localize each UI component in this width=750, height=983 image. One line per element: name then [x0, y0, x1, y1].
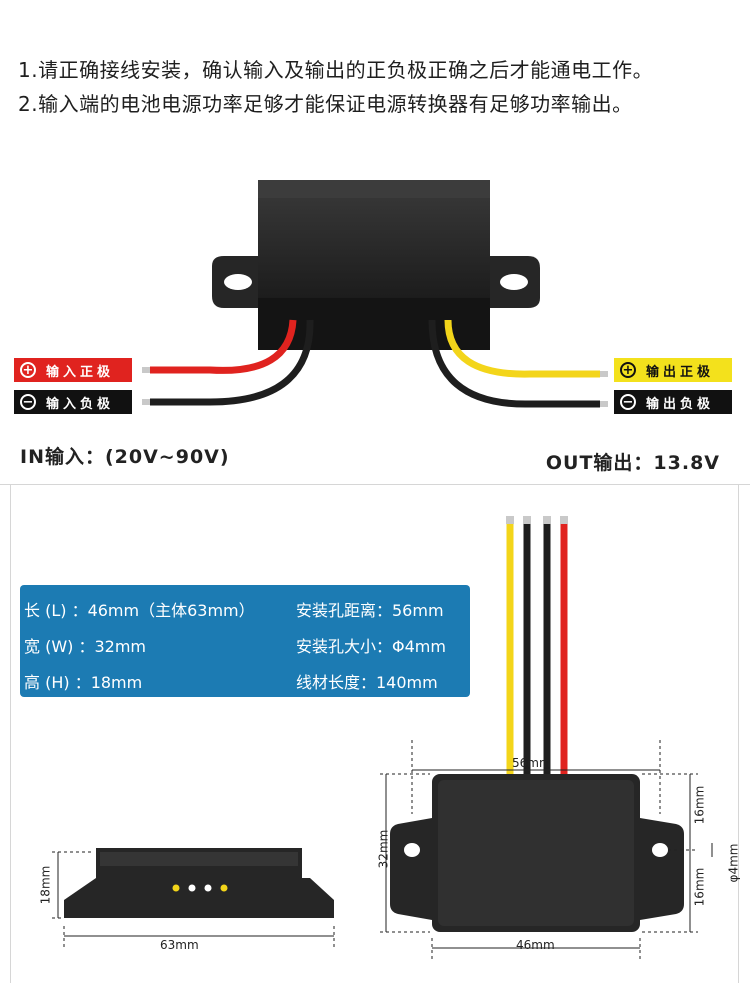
dimension-drawings — [52, 516, 713, 962]
frame-right — [738, 484, 739, 983]
section-divider — [0, 484, 750, 485]
output-range: OUT输出：13.8V — [545, 452, 720, 474]
output-positive-label: + 输出正极 — [614, 358, 732, 382]
plus-icon: + — [620, 362, 636, 378]
output-negative-label: − 输出负极 — [614, 390, 732, 414]
input-red-wire — [150, 319, 297, 374]
device-wiring-photo — [142, 180, 608, 408]
spec-mount-distance: 安装孔距离：56mm — [296, 601, 444, 620]
input-positive-label: + 输入正极 — [14, 358, 132, 382]
dim-hole: φ4mm — [726, 843, 741, 883]
frame-left — [10, 484, 11, 983]
dim-side-height: 18mm — [38, 865, 53, 905]
output-yellow-wire — [444, 319, 600, 378]
dim-top-distance: 56mm — [512, 756, 551, 770]
minus-icon: − — [20, 394, 36, 410]
spec-width: 宽 (W) ：32mm — [24, 637, 147, 656]
plus-icon: + — [20, 362, 36, 378]
note-2: 2.输入端的电池电源功率足够才能保证电源转换器有足够功率输出。 — [18, 92, 633, 116]
output-black-wire — [428, 319, 600, 408]
dim-lower-half: 16mm — [692, 867, 707, 907]
spec-wire-length: 线材长度：140mm — [296, 673, 438, 692]
spec-panel: 长 (L) ：46mm（主体63mm） 安装孔距离：56mm 宽 (W) ：32… — [20, 585, 470, 697]
minus-icon: − — [620, 394, 636, 410]
spec-height: 高 (H) ：18mm — [24, 673, 143, 692]
dim-top-length: 46mm — [516, 938, 555, 952]
input-black-wire — [150, 319, 314, 406]
dim-side-length: 63mm — [160, 938, 199, 952]
spec-length: 长 (L) ：46mm（主体63mm） — [24, 601, 255, 620]
input-negative-label: − 输入负极 — [14, 390, 132, 414]
spec-hole-size: 安装孔大小：Φ4mm — [296, 637, 446, 656]
dim-upper-half: 16mm — [692, 785, 707, 825]
input-range: IN输入：(20V~90V) — [20, 446, 230, 468]
note-1: 1.请正确接线安装，确认输入及输出的正负极正确之后才能通电工作。 — [18, 58, 654, 82]
dim-top-width: 32mm — [376, 829, 391, 869]
